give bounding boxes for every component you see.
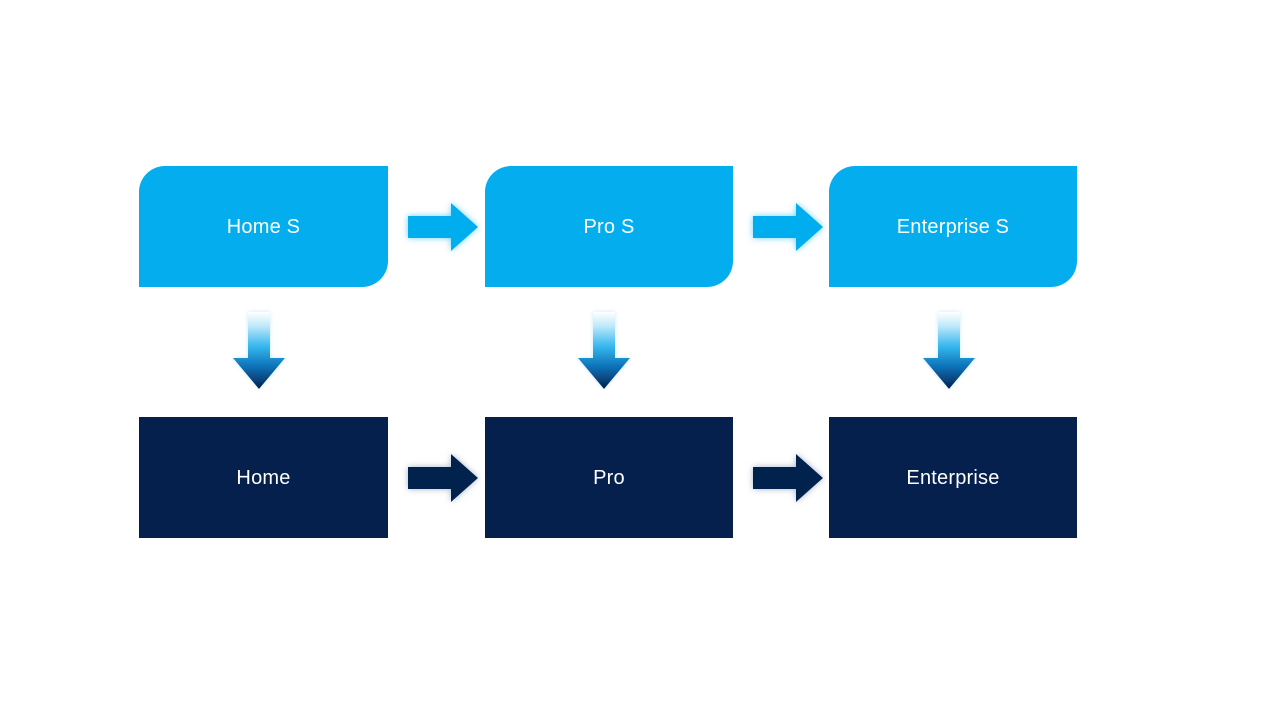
node-home-s-label: Home S <box>226 215 301 238</box>
connector-home-s-to-pro-s[interactable] <box>404 198 482 256</box>
arrow-right-icon <box>753 203 823 251</box>
node-enterprise-s[interactable]: Enterprise S <box>829 166 1077 287</box>
connector-pro-s-to-pro[interactable] <box>575 310 633 392</box>
connector-home-s-to-home[interactable] <box>230 310 288 392</box>
arrow-right-icon <box>753 454 823 502</box>
arrow-down-icon <box>233 312 285 389</box>
arrow-right-icon <box>408 203 478 251</box>
node-pro-s-label: Pro S <box>583 215 635 238</box>
node-pro-label: Pro <box>593 466 625 489</box>
node-home[interactable]: Home <box>139 417 388 538</box>
connector-pro-s-to-enterprise-s[interactable] <box>749 198 827 256</box>
node-pro[interactable]: Pro <box>485 417 733 538</box>
node-home-label: Home <box>236 466 291 489</box>
node-pro-s[interactable]: Pro S <box>485 166 733 287</box>
node-enterprise[interactable]: Enterprise <box>829 417 1077 538</box>
arrow-down-icon <box>923 312 975 389</box>
connector-home-to-pro[interactable] <box>404 449 482 507</box>
connector-pro-to-enterprise[interactable] <box>749 449 827 507</box>
node-home-s[interactable]: Home S <box>139 166 388 287</box>
arrow-down-icon <box>578 312 630 389</box>
node-enterprise-label: Enterprise <box>906 466 1000 489</box>
node-enterprise-s-label: Enterprise S <box>896 215 1010 238</box>
connector-enterprise-s-to-enterprise[interactable] <box>920 310 978 392</box>
arrow-right-icon <box>408 454 478 502</box>
